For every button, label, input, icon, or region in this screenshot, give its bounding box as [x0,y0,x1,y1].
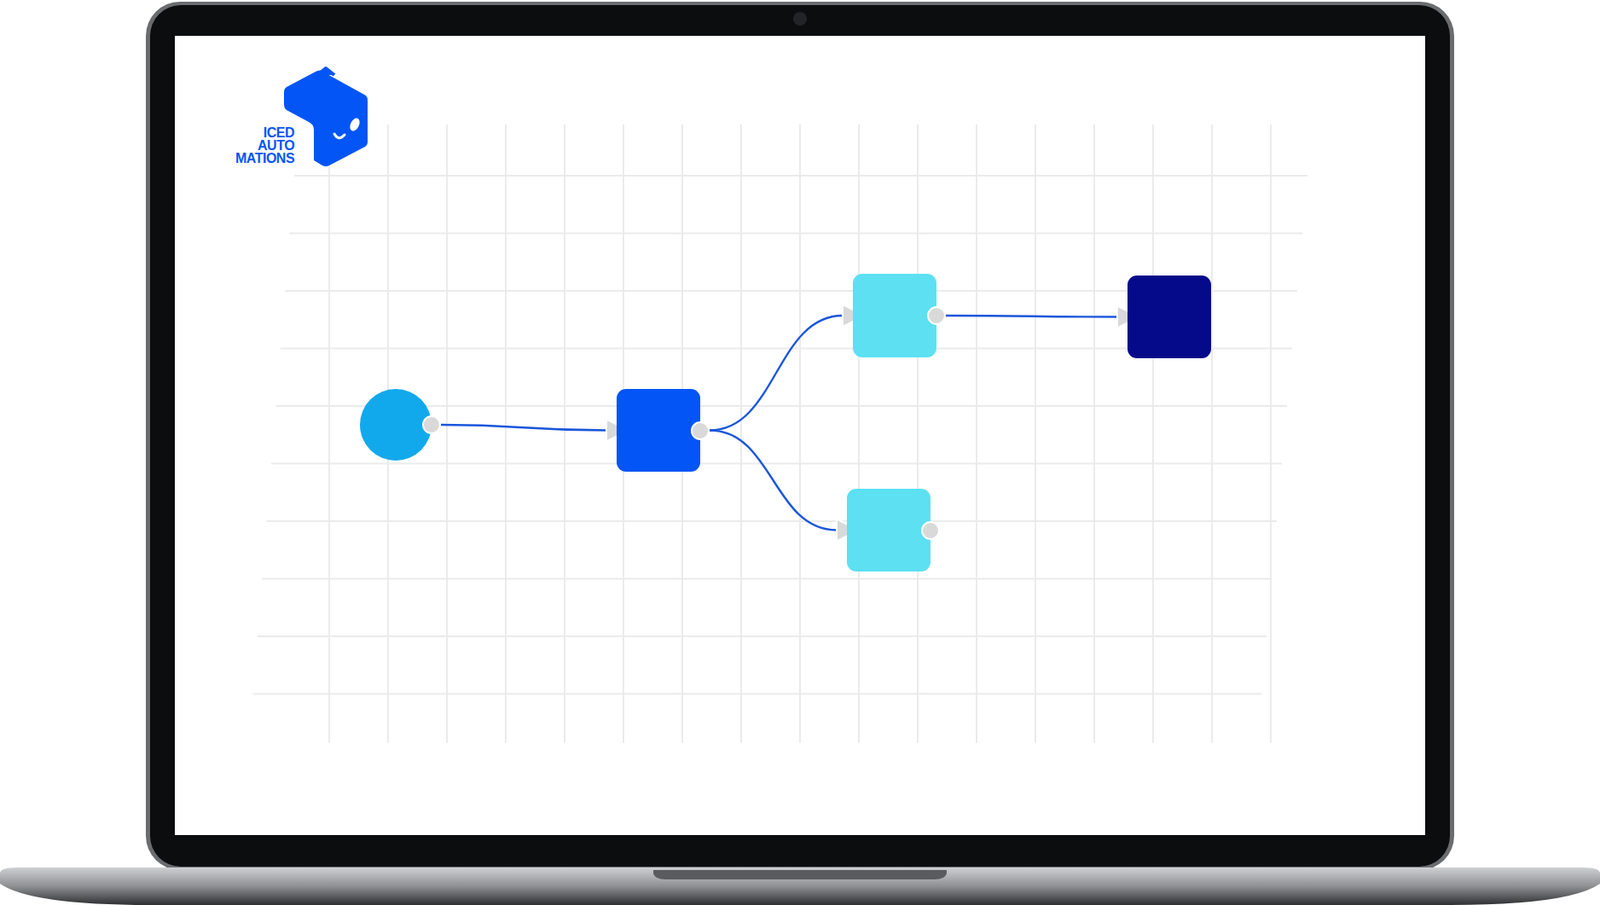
process-box [846,488,931,572]
output-port [422,415,441,435]
connector [945,306,1140,329]
connector-line [709,315,843,431]
connector [709,430,859,542]
connector-line [945,315,1118,318]
laptop-lid [145,1,1455,870]
circle-outline [359,388,432,461]
logo-mark [284,68,368,167]
connector-line [440,424,607,431]
base-notch [653,869,947,880]
output-port [927,306,946,325]
connector [709,304,865,431]
end-box [1127,275,1212,359]
grid [252,124,1308,743]
process-box [852,273,937,358]
output-port [921,521,940,540]
screen [174,35,1426,835]
laptop-bezel [150,5,1450,867]
connector-line [709,430,837,531]
process-box [616,388,701,472]
output-port [690,421,710,441]
start-circle [359,388,432,461]
laptop-base [0,867,1600,905]
camera [793,11,807,26]
connector [440,419,629,442]
logo-wordmark: ICED AUTO MATIONS [235,126,295,165]
